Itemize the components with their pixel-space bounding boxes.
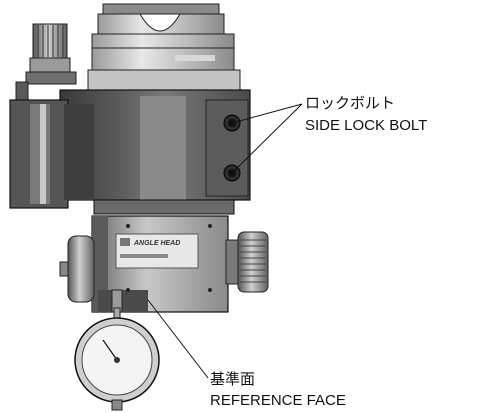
callout-lock-bolt-jp: ロックボルト (305, 94, 396, 112)
callout-lock-bolt-en: SIDE LOCK BOLT (305, 117, 428, 134)
leader-lines (147, 103, 303, 379)
leader-reference-face (147, 299, 209, 379)
leader-lock-bolt-upper (231, 103, 303, 124)
dial-indicator (74, 289, 160, 411)
nameplate: ANGLE HEAD (115, 233, 199, 269)
left-output-spindle (59, 235, 95, 303)
nameplate-brand: ANGLE HEAD (133, 240, 180, 247)
coolant-fitting (15, 23, 77, 105)
top-spindle (87, 3, 241, 97)
main-body (9, 89, 251, 215)
callout-reference-face-jp: 基準面 (210, 370, 256, 388)
output-spindle-ring (225, 231, 269, 293)
callout-reference-face-en: REFERENCE FACE (210, 392, 346, 409)
leader-lock-bolt-lower (231, 103, 303, 174)
